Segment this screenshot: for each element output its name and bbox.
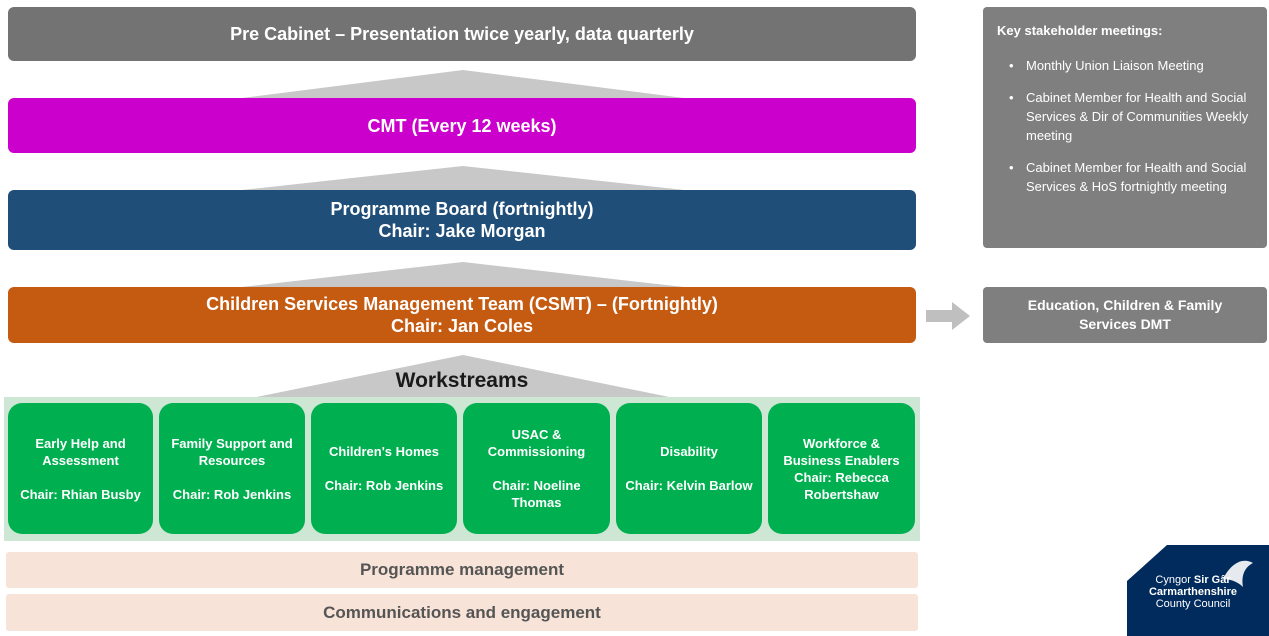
workstream-card: USAC & Commissioning Chair: Noeline Thom… — [463, 403, 610, 534]
csmt-label: Children Services Management Team (CSMT)… — [206, 294, 718, 314]
pre-cabinet-box: Pre Cabinet – Presentation twice yearly,… — [8, 7, 916, 61]
workstream-chair: Chair: Rob Jenkins — [172, 486, 292, 502]
workstream-card: Disability Chair: Kelvin Barlow — [616, 403, 762, 534]
stakeholder-meeting-item: Cabinet Member for Health and Social Ser… — [1009, 158, 1257, 196]
workstreams-band — [4, 397, 920, 541]
workstream-chair: Chair: Rob Jenkins — [324, 478, 444, 493]
connector-triangle — [242, 70, 684, 98]
stakeholder-meetings-title: Key stakeholder meetings: — [997, 23, 1163, 38]
stakeholder-meeting-item: Cabinet Member for Health and Social Ser… — [1009, 88, 1257, 145]
connector-triangle — [242, 262, 684, 287]
workstream-card: Family Support and Resources Chair: Rob … — [159, 403, 305, 534]
workstream-chair: Chair: Rebecca Robertshaw — [794, 469, 889, 502]
programme-management-bar: Programme management — [6, 552, 918, 588]
workstream-name: Disability — [660, 444, 718, 459]
workstream-name: Children's Homes — [328, 444, 439, 459]
logo-text: Cyngor Sir Gâr Carmarthenshire County Co… — [1148, 574, 1238, 610]
connector-triangle — [242, 166, 684, 190]
programme-board-box: Programme Board (fortnightly) Chair: Jak… — [8, 190, 916, 250]
cmt-box: CMT (Every 12 weeks) — [8, 98, 916, 153]
pre-cabinet-label: Pre Cabinet – Presentation twice yearly,… — [230, 24, 694, 44]
workstreams-title: Workstreams — [395, 369, 529, 392]
programme-board-chair: Chair: Jake Morgan — [378, 221, 546, 241]
workstream-chair: Chair: Rhian Busby — [20, 486, 141, 502]
csmt-box: Children Services Management Team (CSMT)… — [8, 287, 916, 343]
dmt-box: Education, Children & Family Services DM… — [983, 287, 1267, 343]
stakeholder-meetings-panel: Key stakeholder meetings: Monthly Union … — [983, 7, 1267, 248]
stakeholder-meetings-list: Monthly Union Liaison Meeting Cabinet Me… — [997, 56, 1257, 196]
workstream-chair: Chair: Noeline Thomas — [492, 478, 581, 510]
connector-triangle — [242, 355, 684, 400]
communications-bar: Communications and engagement — [6, 594, 918, 631]
workstream-card: Children's Homes Chair: Rob Jenkins — [311, 403, 457, 534]
workstream-name: Early Help and Assessment — [35, 435, 126, 468]
council-logo: Cyngor Sir Gâr Carmarthenshire County Co… — [1127, 545, 1269, 636]
programme-board-label: Programme Board (fortnightly) — [330, 199, 594, 219]
workstream-name: Workforce & Business Enablers — [783, 435, 900, 468]
workstream-name: Family Support and Resources — [171, 435, 293, 468]
arrow-right-icon — [926, 302, 970, 330]
csmt-chair: Chair: Jan Coles — [390, 316, 534, 336]
workstream-name: USAC & Commissioning — [487, 427, 586, 459]
workstream-card: Workforce & Business Enablers Chair: Reb… — [768, 403, 915, 534]
workstream-chair: Chair: Kelvin Barlow — [625, 478, 753, 493]
stakeholder-meeting-item: Monthly Union Liaison Meeting — [1009, 56, 1257, 75]
dmt-label: Education, Children & Family Services DM… — [1027, 297, 1223, 332]
cmt-label: CMT (Every 12 weeks) — [367, 115, 557, 136]
workstream-card: Early Help and Assessment Chair: Rhian B… — [8, 403, 153, 534]
